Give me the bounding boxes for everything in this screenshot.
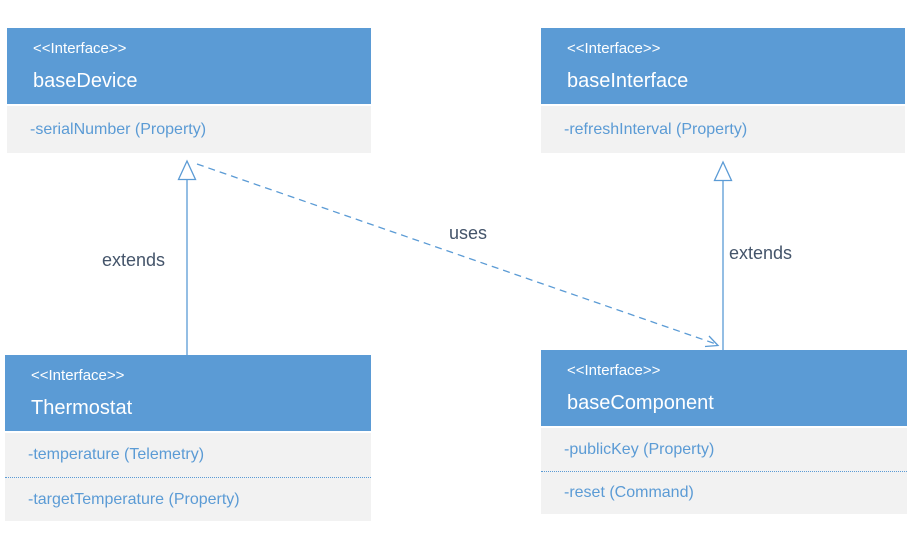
member-row: -reset (Command) — [541, 471, 907, 514]
open-arrowhead-icon — [704, 335, 720, 348]
class-members: -serialNumber (Property) — [7, 104, 371, 153]
extends-label-right: extends — [729, 243, 793, 263]
member-row: -serialNumber (Property) — [30, 120, 207, 138]
class-name: baseInterface — [567, 70, 689, 92]
member-row: -publicKey (Property) — [564, 440, 715, 458]
inheritance-triangle-icon — [713, 160, 733, 182]
stereotype-label: <<Interface>> — [567, 40, 661, 57]
class-box-thermostat: <<Interface>> Thermostat -temperature (T… — [5, 355, 371, 521]
class-members: -publicKey (Property) -reset (Command) — [541, 426, 907, 514]
member-row: -targetTemperature (Property) — [5, 477, 371, 521]
class-header: <<Interface>> Thermostat — [5, 355, 371, 431]
member-row: -temperature (Telemetry) — [28, 446, 205, 463]
class-box-baseinterface: <<Interface>> baseInterface -refreshInte… — [541, 28, 905, 153]
class-box-basecomponent: <<Interface>> baseComponent -publicKey (… — [541, 350, 907, 514]
class-name: baseComponent — [567, 392, 714, 414]
extends-arrow-thermostat-basedevice — [177, 159, 197, 355]
stereotype-label: <<Interface>> — [33, 40, 127, 57]
member-row: -refreshInterval (Property) — [564, 120, 748, 138]
class-box-basedevice: <<Interface>> baseDevice -serialNumber (… — [7, 28, 371, 153]
uses-label: uses — [449, 223, 488, 243]
class-members: -refreshInterval (Property) — [541, 104, 905, 153]
class-header: <<Interface>> baseDevice — [7, 28, 371, 104]
class-name: Thermostat — [31, 397, 133, 419]
stereotype-label: <<Interface>> — [31, 367, 125, 384]
class-name: baseDevice — [33, 70, 138, 92]
inheritance-triangle-icon — [177, 159, 197, 181]
class-members: -temperature (Telemetry) -targetTemperat… — [5, 431, 371, 521]
class-header: <<Interface>> baseInterface — [541, 28, 905, 104]
uses-dependency-arrow — [196, 163, 720, 348]
extends-label-left: extends — [102, 250, 166, 270]
class-header: <<Interface>> baseComponent — [541, 350, 907, 426]
stereotype-label: <<Interface>> — [567, 362, 661, 379]
